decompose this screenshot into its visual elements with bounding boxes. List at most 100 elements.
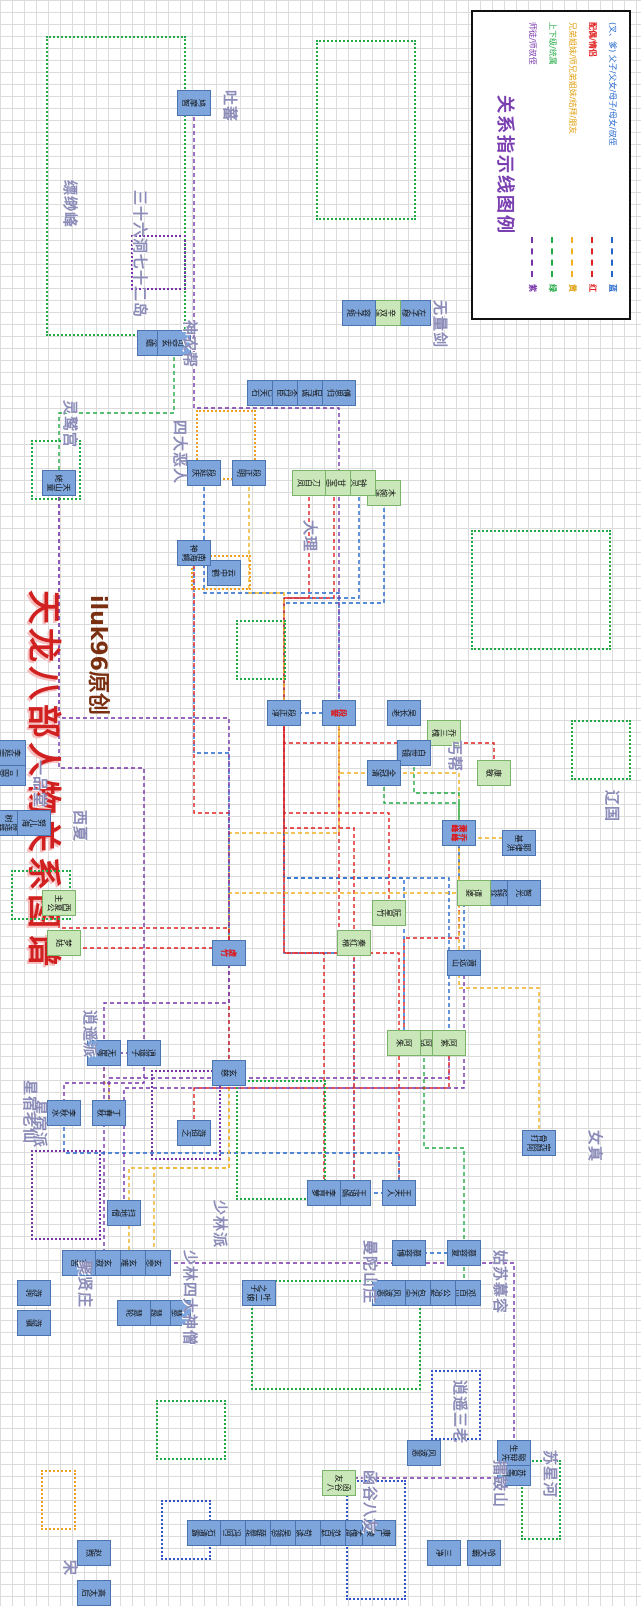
- faction-label: 神农帮: [181, 320, 199, 369]
- faction-label: 一品堂: [31, 760, 49, 809]
- group-frame: [31, 1150, 101, 1240]
- character-node: 阿紫: [432, 1030, 466, 1056]
- legend-row: 上下级/统属 绿: [545, 22, 559, 312]
- faction-label: 函谷八友: [361, 1470, 379, 1535]
- character-node: 白世镜: [397, 740, 431, 766]
- legend-text: 师徒/师叔侄: [528, 22, 537, 65]
- character-node: 风波恶: [407, 1440, 441, 1466]
- group-frame: [471, 530, 611, 650]
- faction-label: 星宿老仙: [21, 1080, 39, 1145]
- relationship-line: [383, 773, 460, 833]
- relationship-line: [193, 103, 340, 713]
- relationship-line: [413, 753, 460, 833]
- legend-swatch: [531, 237, 533, 277]
- legend-row: 兄弟姐妹/师兄弟姐妹/结拜/朋友 黄: [565, 22, 579, 312]
- faction-label: 聚贤庄: [76, 1260, 94, 1309]
- relationship-line: [108, 1043, 450, 1113]
- character-node: 游坦之: [177, 1120, 211, 1146]
- character-node: 左子穆: [397, 300, 431, 326]
- character-node: 谭婆: [457, 880, 491, 906]
- character-node: 云中鹤: [207, 560, 241, 586]
- group-frame: [151, 1070, 221, 1160]
- character-node: 丁春秋: [92, 1100, 126, 1126]
- character-node: 叶二娘之子: [242, 1280, 276, 1306]
- character-node: 秦红棉: [337, 930, 371, 956]
- character-node: 天山童姥: [42, 470, 76, 496]
- faction-label: 三十六洞七十二岛: [131, 190, 149, 319]
- relationship-line: [63, 943, 230, 953]
- relationship-line: [153, 1073, 230, 1263]
- character-node: 努儿海: [17, 810, 51, 836]
- group-frame: [316, 40, 416, 220]
- character-node: 阿朱: [387, 1030, 421, 1056]
- faction-label: 无量剑: [431, 300, 449, 349]
- faction-label: 苏星河: [541, 1450, 559, 1499]
- character-node: 扫地僧: [107, 1200, 141, 1226]
- legend-text: 兄弟姐妹/师兄弟姐妹/结拜/朋友: [568, 22, 577, 135]
- character-node: 高太后: [77, 1580, 111, 1606]
- relationship-line: [283, 713, 450, 1043]
- character-node: 智光: [507, 880, 541, 906]
- legend-row: 师徒/师叔侄 紫: [525, 22, 539, 312]
- faction-label: 辽国: [603, 790, 621, 823]
- faction-label: 宋: [61, 1560, 79, 1577]
- legend-swatch: [551, 237, 553, 277]
- character-node: 玄慈: [212, 1060, 246, 1086]
- relationship-line: [63, 1113, 400, 1193]
- character-node: 游驹: [17, 1280, 51, 1306]
- legend-text: 配偶/情侣: [588, 22, 597, 57]
- faction-label: 缥缈峰: [61, 180, 79, 229]
- character-node: 石清露: [187, 1520, 221, 1546]
- relationship-line: [458, 833, 540, 1143]
- legend-title: 关系指示线图例: [494, 95, 515, 235]
- faction-label: 少林派: [211, 1200, 229, 1249]
- character-node: 阮星竹: [372, 900, 406, 926]
- relationship-line: [423, 1043, 465, 1253]
- character-node: 容子矩: [342, 300, 376, 326]
- relationship-line: [193, 553, 230, 1073]
- relationship-line: [193, 1043, 450, 1133]
- character-node: 函谷八友: [322, 1470, 356, 1496]
- faction-label: 逍遥派: [81, 1010, 99, 1059]
- legend-box: (叉、爹) 父子/父女/母子/母女/叔侄 蓝 配偶/情侣 红 兄弟姐妹/师兄弟姐…: [471, 10, 631, 320]
- group-frame: [236, 620, 286, 680]
- character-node: 康敏: [477, 760, 511, 786]
- legend-color-label: 蓝: [608, 284, 617, 292]
- faction-label: 丐帮: [446, 740, 464, 773]
- character-node: 完颜阿骨打: [522, 1130, 556, 1156]
- relationship-line: [283, 713, 355, 943]
- faction-label: 西夏: [71, 810, 89, 843]
- character-node: 虚竹: [212, 940, 246, 966]
- faction-label: 大理: [301, 520, 319, 553]
- character-node: 鸠摩智: [177, 90, 211, 116]
- character-node: 段延庆: [187, 460, 221, 486]
- group-frame: [156, 1400, 226, 1460]
- character-node: 李延宗: [0, 740, 26, 766]
- relationship-line: [103, 953, 230, 1053]
- character-node: 傅思归: [322, 380, 356, 406]
- character-node: 段正淳: [267, 700, 301, 726]
- legend-color-label: 黄: [568, 284, 577, 292]
- faction-label: 吐蕃: [221, 90, 239, 123]
- character-node: 萧远山: [447, 950, 481, 976]
- character-node: 耶律洪基: [502, 830, 536, 856]
- legend-color-label: 紫: [528, 284, 537, 292]
- character-node: 王夫人: [382, 1180, 416, 1206]
- character-node: 李秋水: [47, 1100, 81, 1126]
- relationship-line: [248, 473, 285, 713]
- relationship-line: [283, 483, 335, 713]
- faction-label: 擂鼓山: [491, 1460, 509, 1509]
- character-node: 三净: [427, 1540, 461, 1566]
- faction-label: 逍遥三老: [451, 1380, 469, 1445]
- character-node: 全冠清: [367, 760, 401, 786]
- legend-row: (叉、爹) 父子/父女/母子/母女/叔侄 蓝: [605, 22, 619, 312]
- legend-row: 配偶/情侣 红: [585, 22, 599, 312]
- character-node: 游骥: [17, 1310, 51, 1336]
- faction-label: 少林四大神僧: [181, 1250, 199, 1347]
- legend-swatch: [571, 237, 573, 277]
- relationship-line: [58, 343, 175, 483]
- character-node: 李青萝: [307, 1180, 341, 1206]
- character-node: 逍遥子: [127, 1040, 161, 1066]
- group-frame: [41, 1470, 76, 1530]
